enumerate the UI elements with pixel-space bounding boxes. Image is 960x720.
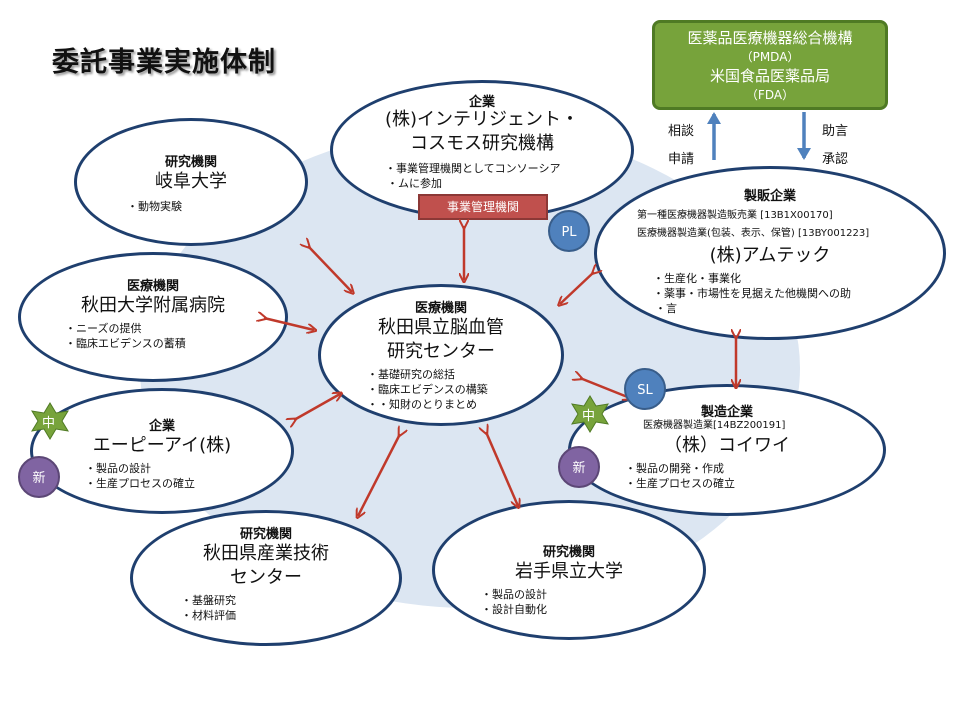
node-category: 医療機関 xyxy=(414,301,467,316)
node-koiwai: 製造企業 医療機器製造業[14BZ200191] （株）コイワイ 製品の開発・作… xyxy=(568,384,886,516)
star-badge-koiwai xyxy=(571,395,609,433)
node-name: （株）コイワイ xyxy=(664,435,790,456)
arrow-gifu-center xyxy=(308,246,352,292)
node-bullet: 製品の開発・作成 xyxy=(625,461,735,476)
node-akita-university-hospital: 医療機関 秋田大学附属病院 ニーズの提供 臨床エビデンスの蓄積 xyxy=(18,252,288,382)
badge-pl: PL xyxy=(548,210,590,252)
node-akita-cerebrovascular-center: 医療機関 秋田県立脳血管 研究センター 基礎研究の総括 臨床エビデンスの構築 ・… xyxy=(318,284,564,426)
node-iwate-prefectural-university: 研究機関 岩手県立大学 製品の設計 設計自動化 xyxy=(432,500,706,640)
node-bullet: 動物実験 xyxy=(127,199,182,214)
node-name: 秋田県立脳血管 xyxy=(378,317,504,338)
arrow-akita-tech-center xyxy=(358,434,400,516)
arrow-api-center xyxy=(294,394,340,420)
node-bullet: 薬事・市場性を見据えた他機関への助 xyxy=(653,286,851,301)
node-category: 医療機関 xyxy=(126,279,179,294)
badge-mid-koiwai: 中 xyxy=(582,409,596,424)
node-gifu-university: 研究機関 岐阜大学 動物実験 xyxy=(74,118,308,246)
node-bullet: 事業管理機関としてコンソーシア xyxy=(385,161,560,176)
node-name: 岐阜大学 xyxy=(155,171,227,192)
node-category: 製造企業 xyxy=(700,405,753,420)
node-category: 研究機関 xyxy=(542,545,595,560)
management-organization-label: 事業管理機関 xyxy=(418,194,548,220)
node-bullet: 製品の設計 xyxy=(481,587,547,602)
badge-mid-api: 中 xyxy=(42,416,56,431)
regulator-line: （PMDA） xyxy=(740,50,800,64)
arrow-amtec-center xyxy=(560,272,594,304)
node-amtec: 製販企業 第一種医療機器製造販売業 [13B1X00170] 医療機器製造業(包… xyxy=(594,166,946,340)
node-name: センター xyxy=(230,567,302,588)
node-bullet: 臨床エビデンスの蓄積 xyxy=(65,336,186,351)
node-bullet: 基礎研究の総括 xyxy=(367,367,488,382)
node-bullet: ・知財のとりまとめ xyxy=(367,397,488,412)
node-bullet: 臨床エビデンスの構築 xyxy=(367,382,488,397)
regulator-line: 医薬品医療機器総合機構 xyxy=(687,29,853,47)
node-bullet: 材料評価 xyxy=(181,608,236,623)
node-bullet: 言 xyxy=(653,301,851,316)
node-api-corporation: 企業 エーピーアイ(株) 製品の設計 生産プロセスの確立 xyxy=(30,388,294,514)
node-category: 製販企業 xyxy=(743,189,796,204)
node-category: 企業 xyxy=(468,95,495,110)
star-badge-api xyxy=(31,402,69,440)
node-name: 研究センター xyxy=(387,341,495,362)
node-bullet: 生産プロセスの確立 xyxy=(625,476,735,491)
node-bullet: 設計自動化 xyxy=(481,602,547,617)
badge-sl: SL xyxy=(624,368,666,410)
node-bullet: ニーズの提供 xyxy=(65,321,186,336)
regulator-box: 医薬品医療機器総合機構 （PMDA） 米国食品医薬品局 （FDA） xyxy=(652,20,888,110)
node-bullet: ムに参加 xyxy=(385,176,560,191)
node-license: 医療機器製造業(包装、表示、保管) [13BY001223] xyxy=(637,228,870,239)
label-approval: 承認 xyxy=(822,152,849,167)
regulator-line: （FDA） xyxy=(745,88,795,102)
node-name: 秋田大学附属病院 xyxy=(81,295,225,316)
label-consultation: 相談 xyxy=(668,124,695,139)
node-bullet: 生産プロセスの確立 xyxy=(85,476,195,491)
node-name: 岩手県立大学 xyxy=(515,561,623,582)
node-name: (株)アムテック xyxy=(709,245,831,266)
node-license: 医療機器製造業[14BZ200191] xyxy=(643,420,786,431)
node-intelligent-cosmos: 企業 (株)インテリジェント・ コスモス研究機構 事業管理機関としてコンソーシア… xyxy=(330,80,634,220)
node-bullet: 基盤研究 xyxy=(181,593,236,608)
node-category: 研究機関 xyxy=(164,155,217,170)
regulator-line: 米国食品医薬品局 xyxy=(709,67,830,85)
node-name: エーピーアイ(株) xyxy=(92,435,232,456)
node-name: (株)インテリジェント・ xyxy=(384,109,580,130)
arrow-koiwai-center xyxy=(580,378,630,398)
node-category: 研究機関 xyxy=(239,527,292,542)
page-title: 委託事業実施体制 xyxy=(52,47,276,78)
node-bullet: 生産化・事業化 xyxy=(653,271,851,286)
arrow-akita-univ-center xyxy=(264,318,314,330)
node-category: 企業 xyxy=(148,419,175,434)
badge-new-koiwai: 新 xyxy=(558,446,600,488)
node-name: 秋田県産業技術 xyxy=(203,543,329,564)
label-application: 申請 xyxy=(668,152,695,167)
label-advice: 助言 xyxy=(822,124,849,139)
node-license: 第一種医療機器製造販売業 [13B1X00170] xyxy=(637,210,833,221)
node-akita-industrial-tech-center: 研究機関 秋田県産業技術 センター 基盤研究 材料評価 xyxy=(130,510,402,646)
arrow-iwate-center xyxy=(486,432,518,506)
node-name: コスモス研究機構 xyxy=(410,133,554,154)
node-bullet: 製品の設計 xyxy=(85,461,195,476)
badge-new-api: 新 xyxy=(18,456,60,498)
